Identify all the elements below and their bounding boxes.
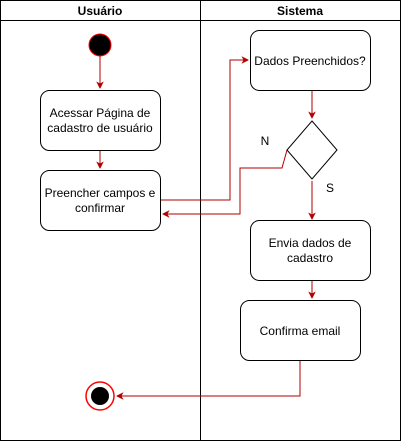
- flow-fill-to-check: [160, 60, 248, 201]
- activity-label-line-2: cadastro: [287, 251, 333, 265]
- flow-confirm-to-end: [117, 361, 301, 396]
- end-node-core: [91, 387, 109, 405]
- lane-title-system: Sistema: [277, 4, 323, 18]
- activity-fill-fields[interactable]: Preencher campos e confirmar: [40, 170, 161, 231]
- branch-label-yes: S: [326, 181, 334, 195]
- activity-label-line-1: Acessar Página de: [50, 106, 151, 120]
- start-node[interactable]: [88, 33, 112, 57]
- activity-box: [250, 30, 371, 91]
- activity-access-page[interactable]: Acessar Página de cadastro de usuário: [40, 90, 161, 151]
- branch-label-no: N: [261, 134, 270, 148]
- flow-decision-no: [163, 149, 288, 214]
- activity-box: [40, 170, 161, 231]
- decision-node[interactable]: [286, 120, 338, 180]
- activity-data-filled[interactable]: Dados Preenchidos?: [250, 30, 371, 91]
- lane-title-user: Usuário: [78, 4, 123, 18]
- activity-label-line-1: Confirma email: [260, 324, 341, 338]
- activity-label-line-2: confirmar: [75, 201, 125, 215]
- activity-label-line-1: Dados Preenchidos?: [254, 54, 366, 68]
- activity-box: [40, 90, 161, 151]
- activity-label-line-2: cadastro de usuário: [47, 121, 153, 135]
- activity-box: [250, 220, 371, 281]
- activity-send-data[interactable]: Envia dados de cadastro: [250, 220, 371, 281]
- end-node[interactable]: [85, 381, 115, 411]
- activity-label-line-1: Preencher campos e: [45, 186, 156, 200]
- activity-confirm-email[interactable]: Confirma email: [240, 300, 361, 361]
- activity-label-line-1: Envia dados de: [269, 236, 352, 250]
- decision-diamond: [286, 120, 338, 180]
- activity-box: [240, 300, 361, 361]
